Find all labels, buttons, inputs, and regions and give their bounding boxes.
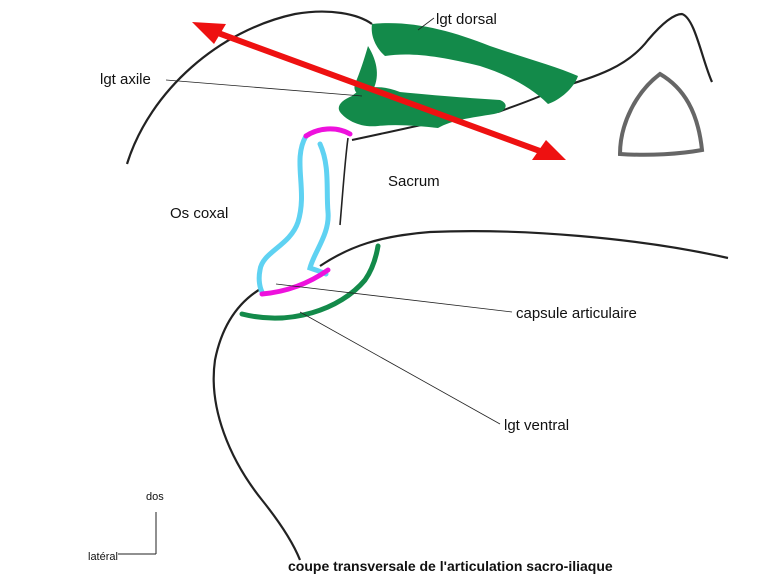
capsule-dorsal — [303, 126, 353, 139]
label-dos: dos — [146, 491, 164, 503]
leader-capsule — [275, 283, 513, 313]
leader-lgt-dorsal — [417, 17, 435, 31]
label-capsule-articulaire: capsule articulaire — [516, 305, 637, 322]
label-sacrum: Sacrum — [388, 173, 440, 190]
sacrum-ventral-outline — [319, 230, 729, 267]
ligament-dorsal-shape — [371, 23, 578, 104]
os-coxal-ventral-outline — [212, 287, 302, 561]
sacrum-dorsal-outline — [544, 12, 714, 94]
leader-lgt-axile — [165, 79, 363, 97]
ligament-ventral-shape — [239, 243, 381, 321]
arrowhead-left — [192, 22, 226, 44]
red-double-arrow-line — [207, 27, 551, 157]
capsule-ventral — [259, 267, 331, 297]
label-lateral: latéral — [88, 551, 118, 563]
caption: coupe transversale de l'articulation sac… — [288, 558, 613, 574]
label-os-coxal: Os coxal — [170, 205, 228, 222]
label-lgt-axile: lgt axile — [100, 71, 151, 88]
sacrum-dorsal-outline-b — [497, 93, 546, 113]
leader-lgt-ventral — [299, 311, 501, 425]
sacrum-joint-border — [339, 137, 349, 226]
articular-cartilage-inner — [307, 141, 331, 277]
label-lgt-dorsal: lgt dorsal — [436, 11, 497, 28]
label-lgt-ventral: lgt ventral — [504, 417, 569, 434]
sacral-foramen — [617, 71, 705, 157]
arrowhead-right — [532, 140, 566, 160]
articular-cartilage — [256, 133, 309, 295]
os-coxal-outline — [125, 10, 373, 165]
